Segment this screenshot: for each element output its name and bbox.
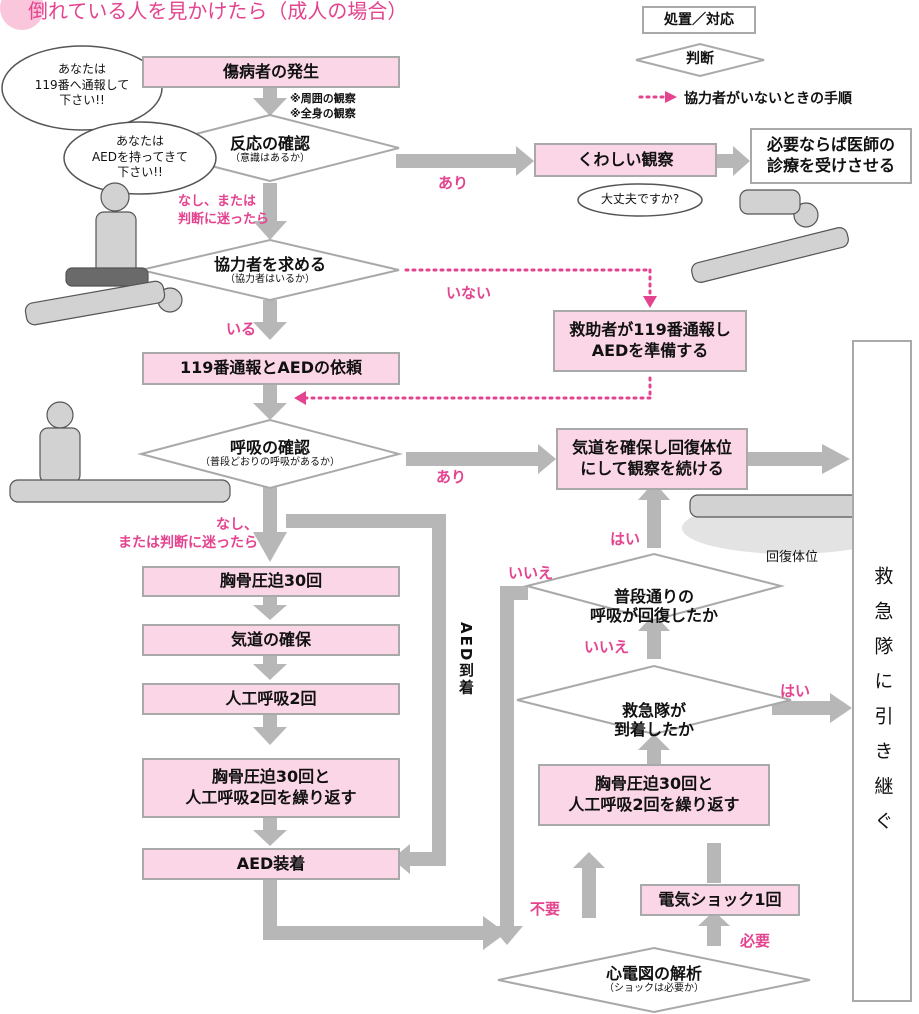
decision-ems-arrived-main: 救急隊が 到着したか [613, 701, 694, 740]
diamond-normal-breathing [523, 552, 785, 622]
label-helper-yes: いる [226, 320, 257, 338]
decision-helper: 協力者を求める （協力者はいるか） [190, 255, 350, 286]
diamond-breathing [137, 418, 403, 490]
box-observe: くわしい観察 [534, 143, 717, 177]
label-yes-recovered: はい [610, 530, 641, 548]
cpr-figure [9, 401, 231, 503]
box-handover: 救急隊に引き継ぐ [852, 340, 912, 1002]
label-breath-no: なし、 または判断に迷ったら [118, 517, 258, 552]
decision-normal-breathing-main: 普段通りの 呼吸が回復したか [589, 587, 718, 626]
box-shock: 電気ショック1回 [640, 884, 800, 916]
decision-breathing-main: 呼吸の確認 [229, 438, 310, 457]
note-surroundings: ※周囲の観察 [290, 92, 356, 105]
box-breath2: 人工呼吸2回 [142, 683, 400, 715]
diamond-helper [140, 238, 400, 302]
box-doctor: 必要ならば医師の 診療を受けさせる [750, 128, 912, 184]
patient-check-figure [691, 189, 849, 283]
legend-no-helper: 協力者がいないときの手順 [684, 91, 852, 107]
decision-ecg-main: 心電図の解析 [605, 964, 702, 983]
decision-normal-breathing: 普段通りの 呼吸が回復したか [574, 568, 734, 626]
decision-breathing: 呼吸の確認 （普段どおりの呼吸があるか） [175, 438, 365, 469]
label-breath-yes: あり [436, 468, 467, 486]
label-no-recovered: いいえ [508, 564, 554, 582]
decision-response-main: 反応の確認 [229, 134, 310, 153]
box-rescuer-calls: 救助者が119番通報し AEDを準備する [553, 310, 747, 372]
decision-ecg: 心電図の解析 （ショックは必要か） [574, 964, 734, 995]
label-needed: 必要 [740, 932, 771, 950]
label-no-helper: いない [446, 284, 492, 302]
decision-ems-arrived: 救急隊が 到着したか [574, 682, 734, 740]
legend-decision: 判断 [686, 51, 714, 67]
decision-response: 反応の確認 （意識はあるか） [190, 134, 350, 165]
box-repeat-cpr: 胸骨圧迫30回と 人工呼吸2回を繰り返す [142, 758, 400, 818]
label-aed-arrive: AED到着 [457, 622, 475, 697]
bubble-call-119-text: あなたは 119番へ通報して 下さい!! [34, 62, 130, 108]
decision-response-sub: （意識はあるか） [230, 153, 310, 165]
box-repeat-cpr2: 胸骨圧迫30回と 人工呼吸2回を繰り返す [538, 764, 770, 826]
title-circle [0, 0, 44, 30]
label-no-arrived: いいえ [584, 638, 630, 656]
legend-action: 処置／対応 [642, 6, 756, 34]
rescuer-caller-figure [65, 182, 149, 287]
box-compress30: 胸骨圧迫30回 [142, 566, 400, 597]
bubble-call-119 [1, 45, 163, 131]
bubble-bring-aed-text: あなたは AEDを持ってきて 下さい!! [91, 134, 189, 180]
label-response-yes: あり [438, 174, 469, 192]
label-not-needed: 不要 [530, 900, 561, 918]
decision-helper-main: 協力者を求める [213, 255, 326, 274]
bubble-are-you-ok [577, 183, 703, 217]
box-occurrence: 傷病者の発生 [142, 56, 400, 88]
decision-breathing-sub: （普段どおりの呼吸があるか） [200, 457, 340, 469]
recovery-caption: 回復体位 [766, 550, 819, 565]
box-call-119-aed: 119番通報とAEDの依頼 [142, 352, 400, 385]
note-whole-body: ※全身の観察 [290, 107, 356, 120]
bubble-are-you-ok-text: 大丈夫ですか? [600, 192, 680, 206]
bubble-bring-aed [63, 121, 217, 195]
diamond-ecg [497, 946, 811, 1014]
decision-helper-sub: （協力者はいるか） [225, 274, 315, 286]
label-yes-arrived: はい [780, 682, 811, 700]
label-response-no: なし、または 判断に迷ったら [178, 194, 270, 227]
patient-figure-1 [24, 280, 183, 326]
box-airway: 気道の確保 [142, 624, 400, 656]
legend-decision-shape [635, 42, 765, 78]
handover-label: 救急隊に引き継ぐ [871, 566, 894, 846]
page-title: 倒れている人を見かけたら（成人の場合） [28, 0, 408, 23]
box-aed-attach: AED装着 [142, 848, 400, 880]
decision-ecg-sub: （ショックは必要か） [604, 983, 704, 995]
box-recovery: 気道を確保し回復体位 にして観察を続ける [556, 428, 748, 490]
diamond-ems-arrived [516, 664, 792, 736]
